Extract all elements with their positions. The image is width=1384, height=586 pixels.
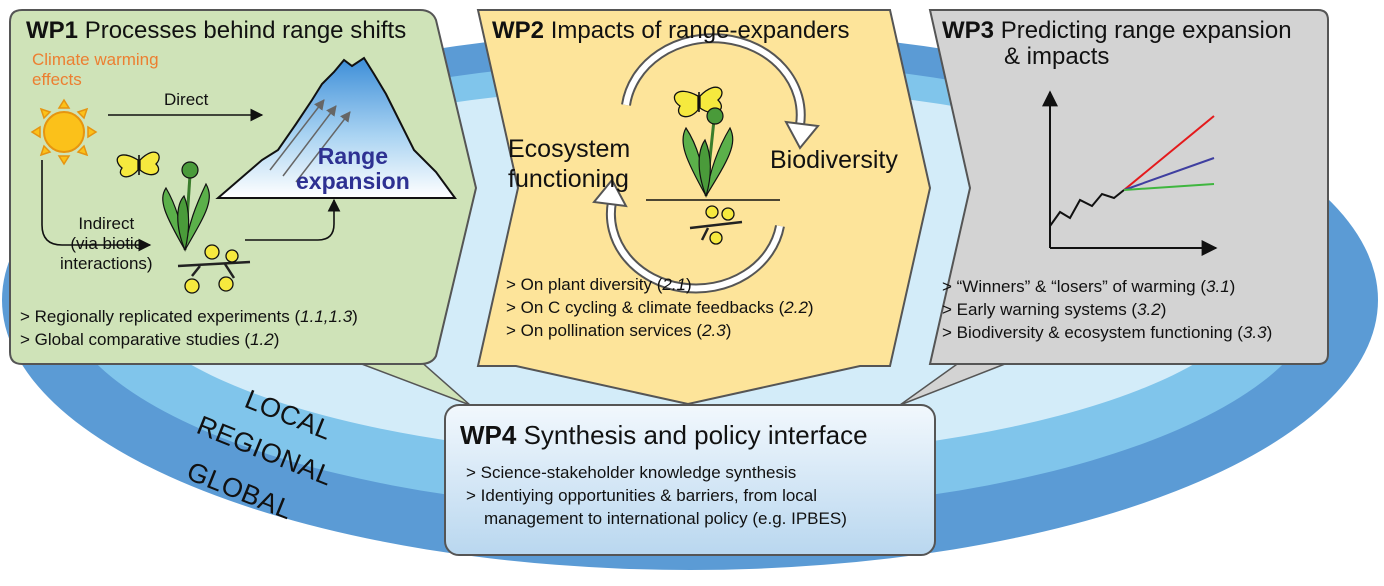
range-line-2: expansion xyxy=(296,168,410,195)
climate-warming-label: Climate warming effects xyxy=(32,50,159,90)
biodiversity-label: Biodiversity xyxy=(770,146,898,174)
range-line-1: Range xyxy=(317,143,389,169)
wp1-title: WP1 Processes behind range shifts xyxy=(26,18,406,44)
wp2-item: > On plant diversity (2.1) xyxy=(506,275,692,294)
ecosystem-functioning-label: Ecosystem functioning xyxy=(508,134,630,194)
wp4-items: > Science-stakeholder knowledge synthesi… xyxy=(466,462,847,531)
interaction-arrow xyxy=(245,198,341,241)
wp2-title: WP2 Impacts of range-expanders xyxy=(492,18,850,44)
wp3-item: > Biodiversity & ecosystem functioning (… xyxy=(942,322,1273,342)
wp1-number: WP1 xyxy=(26,17,79,44)
wp1-item: > Regionally replicated experiments (1.1… xyxy=(20,307,358,326)
wp2-title-text: Impacts of range-expanders xyxy=(550,17,850,44)
climate-line-2: effects xyxy=(32,70,82,89)
direct-label: Direct xyxy=(164,90,209,109)
wp2-item: > On C cycling & climate feedbacks (2.2) xyxy=(506,297,814,317)
dandelion-plant-icon xyxy=(162,161,210,252)
wp3-number: WP3 xyxy=(942,17,995,44)
observed-trend-line xyxy=(1049,189,1125,227)
wp2-item: > On pollination services (2.3) xyxy=(506,320,732,340)
wp3-title: WP3 Predicting range expansion & impacts xyxy=(942,18,1292,70)
sun-icon xyxy=(30,98,98,166)
root-nodules-icon-wp2 xyxy=(689,205,743,245)
wp3-title-line-1: Predicting range expansion xyxy=(1000,17,1292,44)
wp3-item: > “Winners” & “losers” of warming (3.1) xyxy=(942,277,1236,296)
wp2-number: WP2 xyxy=(492,17,545,44)
root-nodules-icon xyxy=(177,244,251,294)
butterfly-icon xyxy=(116,151,160,178)
wp2-items: > On plant diversity (2.1) > On C cyclin… xyxy=(506,274,814,343)
wp1-items: > Regionally replicated experiments (1.1… xyxy=(20,306,358,352)
wp2-panel xyxy=(476,9,932,406)
indirect-line-2: (via biotic xyxy=(70,234,143,253)
dandelion-plant-icon-wp2 xyxy=(682,107,734,198)
wp4-title-text: Synthesis and policy interface xyxy=(523,420,868,450)
ecosystem-line-1: Ecosystem xyxy=(508,135,631,163)
wp4-item: management to international policy (e.g.… xyxy=(484,508,847,528)
wp4-item: > Identiying opportunities & barriers, f… xyxy=(466,485,818,505)
projection-mid-line xyxy=(1123,157,1215,191)
wp1-item: > Global comparative studies (1.2) xyxy=(20,329,280,349)
wp4-panel xyxy=(444,404,936,556)
indirect-label: Indirect (via biotic interactions) xyxy=(60,214,153,274)
projection-chart xyxy=(1042,90,1218,256)
indirect-arrow xyxy=(41,160,152,252)
indirect-line-3: interactions) xyxy=(60,254,153,273)
range-expansion-label: Range expansion xyxy=(296,143,410,195)
projection-high-line xyxy=(1123,115,1215,191)
indirect-line-1: Indirect xyxy=(78,214,135,233)
wp4-item: > Science-stakeholder knowledge synthesi… xyxy=(466,463,797,482)
climate-line-1: Climate warming xyxy=(32,50,159,69)
mountain-icon xyxy=(215,56,457,199)
wp3-item: > Early warning systems (3.2) xyxy=(942,299,1167,319)
wp4-number: WP4 xyxy=(460,420,517,450)
feedback-cycle-icon xyxy=(592,33,820,294)
projection-low-line xyxy=(1123,183,1215,191)
wp4-title: WP4 Synthesis and policy interface xyxy=(460,420,868,451)
wp3-items: > “Winners” & “losers” of warming (3.1) … xyxy=(942,276,1272,345)
ecosystem-line-2: functioning xyxy=(508,165,629,193)
wp1-title-text: Processes behind range shifts xyxy=(84,17,407,44)
wp3-title-line-2: & impacts xyxy=(1004,42,1110,70)
